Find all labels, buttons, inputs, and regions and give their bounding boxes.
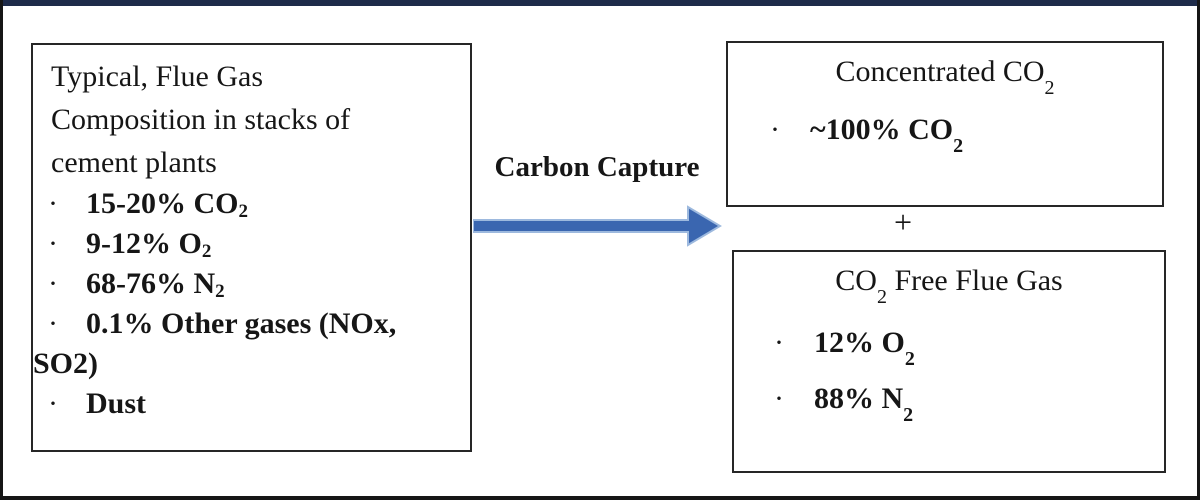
bullet-12-o2-text: 12% O2 xyxy=(814,326,915,370)
bullet-dot-icon: · xyxy=(48,267,58,300)
top-border-bar xyxy=(3,0,1197,6)
bullet-other-gases-line1: 0.1% Other gases (NOx, xyxy=(86,307,397,340)
flue-gas-composition-box: Typical, Flue Gas Composition in stacks … xyxy=(31,43,472,452)
bullet-o2-text: 9-12% O2 xyxy=(86,227,212,262)
right-arrow-shape xyxy=(473,205,722,247)
bullet-n2: · 68-76% N2 xyxy=(33,264,462,304)
flue-gas-title: Typical, Flue Gas Composition in stacks … xyxy=(33,55,462,184)
bullet-other-gases: · 0.1% Other gases (NOx, SO2) xyxy=(33,304,462,384)
carbon-capture-label: Carbon Capture xyxy=(494,151,700,183)
bullet-dot-icon: · xyxy=(48,187,58,220)
bullet-88-n2: · 88% N2 xyxy=(734,382,1164,426)
flue-gas-title-line-1: Typical, Flue Gas xyxy=(51,60,264,93)
bullet-dot-icon: · xyxy=(774,326,784,359)
plus-sign: + xyxy=(893,204,913,240)
co2-free-flue-gas-title: CO2 Free Flue Gas xyxy=(835,264,1063,308)
flue-gas-title-line-3: cement plants xyxy=(51,146,217,179)
bullet-12-o2: · 12% O2 xyxy=(734,326,1164,370)
co2-free-flue-gas-box: CO2 Free Flue Gas · 12% O2 · 88% N2 xyxy=(732,250,1166,473)
bullet-dust-text: Dust xyxy=(86,387,147,420)
right-arrow-icon xyxy=(473,205,722,247)
bullet-n2-text: 68-76% N2 xyxy=(86,267,225,302)
concentrated-co2-title: Concentrated CO2 xyxy=(835,55,1055,99)
bullet-dust: · Dust xyxy=(33,384,462,424)
bullet-dot-icon: · xyxy=(770,113,780,146)
bullet-dot-icon: · xyxy=(48,387,58,420)
bullet-dot-icon: · xyxy=(774,382,784,415)
bullet-o2: · 9-12% O2 xyxy=(33,224,462,264)
bullet-other-gases-line2: SO2) xyxy=(33,347,99,380)
bullet-100-co2: · ~100% CO2 xyxy=(728,113,1162,157)
flue-gas-title-line-2: Composition in stacks of xyxy=(51,103,351,136)
bullet-co2-text: 15-20% CO2 xyxy=(86,187,248,222)
concentrated-co2-box: Concentrated CO2 · ~100% CO2 xyxy=(726,41,1164,207)
bullet-88-n2-text: 88% N2 xyxy=(814,382,914,426)
bullet-co2: · 15-20% CO2 xyxy=(33,184,462,224)
bullet-dot-icon: · xyxy=(48,307,58,340)
bullet-100-co2-text: ~100% CO2 xyxy=(810,113,964,157)
bullet-dot-icon: · xyxy=(48,227,58,260)
